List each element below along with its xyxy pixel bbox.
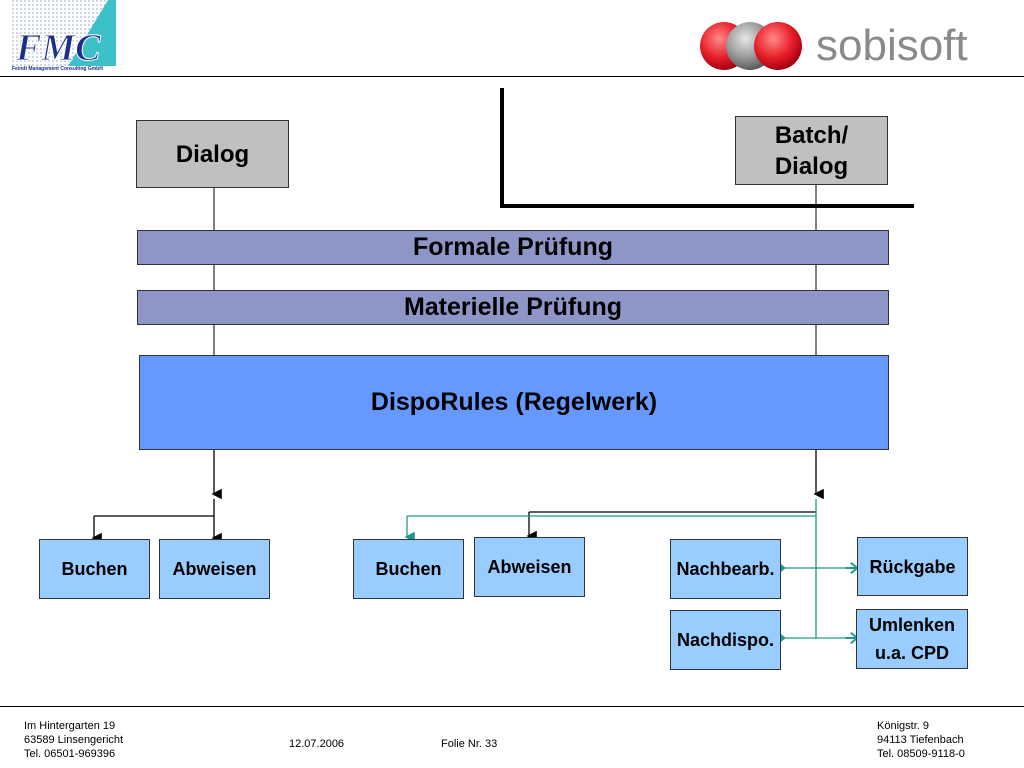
left-reject-label: Abweisen	[172, 559, 257, 579]
batch-separator-line	[500, 88, 914, 208]
sobisoft-logo-graphic: sobisoft	[700, 21, 968, 70]
right-reject-label: Abweisen	[487, 557, 572, 577]
footer-right-city: 94113 Tiefenbach	[877, 734, 964, 746]
rework-label: Nachbearb.	[676, 559, 775, 579]
redirect-label-line2: u.a. CPD	[874, 643, 949, 663]
rules-engine-label: DispoRules (Regelwerk)	[370, 388, 658, 416]
left-book-box: Buchen	[39, 539, 150, 599]
footer-right-address: Königstr. 9 94113 Tiefenbach Tel. 08509-…	[877, 719, 965, 761]
left-book-label: Buchen	[61, 559, 128, 579]
batch-dialog-label-line2: Dialog	[774, 152, 849, 180]
redirect-box: Umlenken u.a. CPD	[856, 609, 968, 669]
footer-right-phone: Tel. 08509-9118-0	[877, 748, 965, 760]
dialog-box: Dialog	[136, 120, 289, 188]
redispo-box: Nachdispo.	[670, 610, 781, 670]
right-book-box: Buchen	[353, 539, 464, 599]
header-divider	[0, 76, 1024, 77]
dialog-label: Dialog	[175, 140, 250, 168]
right-reject-box: Abweisen	[474, 537, 585, 597]
material-check-label: Materielle Prüfung	[403, 293, 623, 321]
fmc-logo-graphic: FMC	[12, 0, 116, 70]
return-label: Rückgabe	[869, 556, 956, 577]
rules-engine-box: DispoRules (Regelwerk)	[139, 355, 889, 450]
right-book-label: Buchen	[375, 559, 442, 579]
sobisoft-wordmark: sobisoft	[816, 21, 968, 70]
footer-left-address: Im Hintergarten 19 63589 Linsengericht T…	[24, 719, 123, 761]
batch-dialog-label-line1: Batch/	[774, 121, 849, 149]
footer-left-city: 63589 Linsengericht	[24, 734, 124, 746]
batch-dialog-box: Batch/ Dialog	[735, 116, 888, 185]
left-reject-box: Abweisen	[159, 539, 270, 599]
material-check-band: Materielle Prüfung	[137, 290, 889, 325]
footer-slide-number: Folie Nr. 33	[441, 738, 498, 750]
sobisoft-logo: sobisoft	[694, 16, 1010, 76]
fmc-subtitle: Feindt Management Consulting GmbH	[12, 66, 103, 72]
formal-check-label: Formale Prüfung	[412, 233, 613, 261]
rework-box: Nachbearb.	[670, 539, 781, 599]
footer-divider	[0, 706, 1024, 707]
redirect-label-line1: Umlenken	[868, 615, 956, 635]
svg-text:FMC: FMC	[15, 27, 101, 69]
footer-date: 12.07.2006	[289, 738, 345, 750]
footer-left-phone: Tel. 06501-969396	[24, 748, 116, 760]
fmc-logo: FMC Feindt Management Consulting GmbH	[8, 0, 120, 78]
footer-right-street: Königstr. 9	[877, 720, 929, 732]
footer-left-street: Im Hintergarten 19	[24, 720, 116, 732]
redispo-label: Nachdispo.	[676, 630, 774, 650]
formal-check-band: Formale Prüfung	[137, 230, 889, 265]
return-box: Rückgabe	[857, 537, 968, 596]
